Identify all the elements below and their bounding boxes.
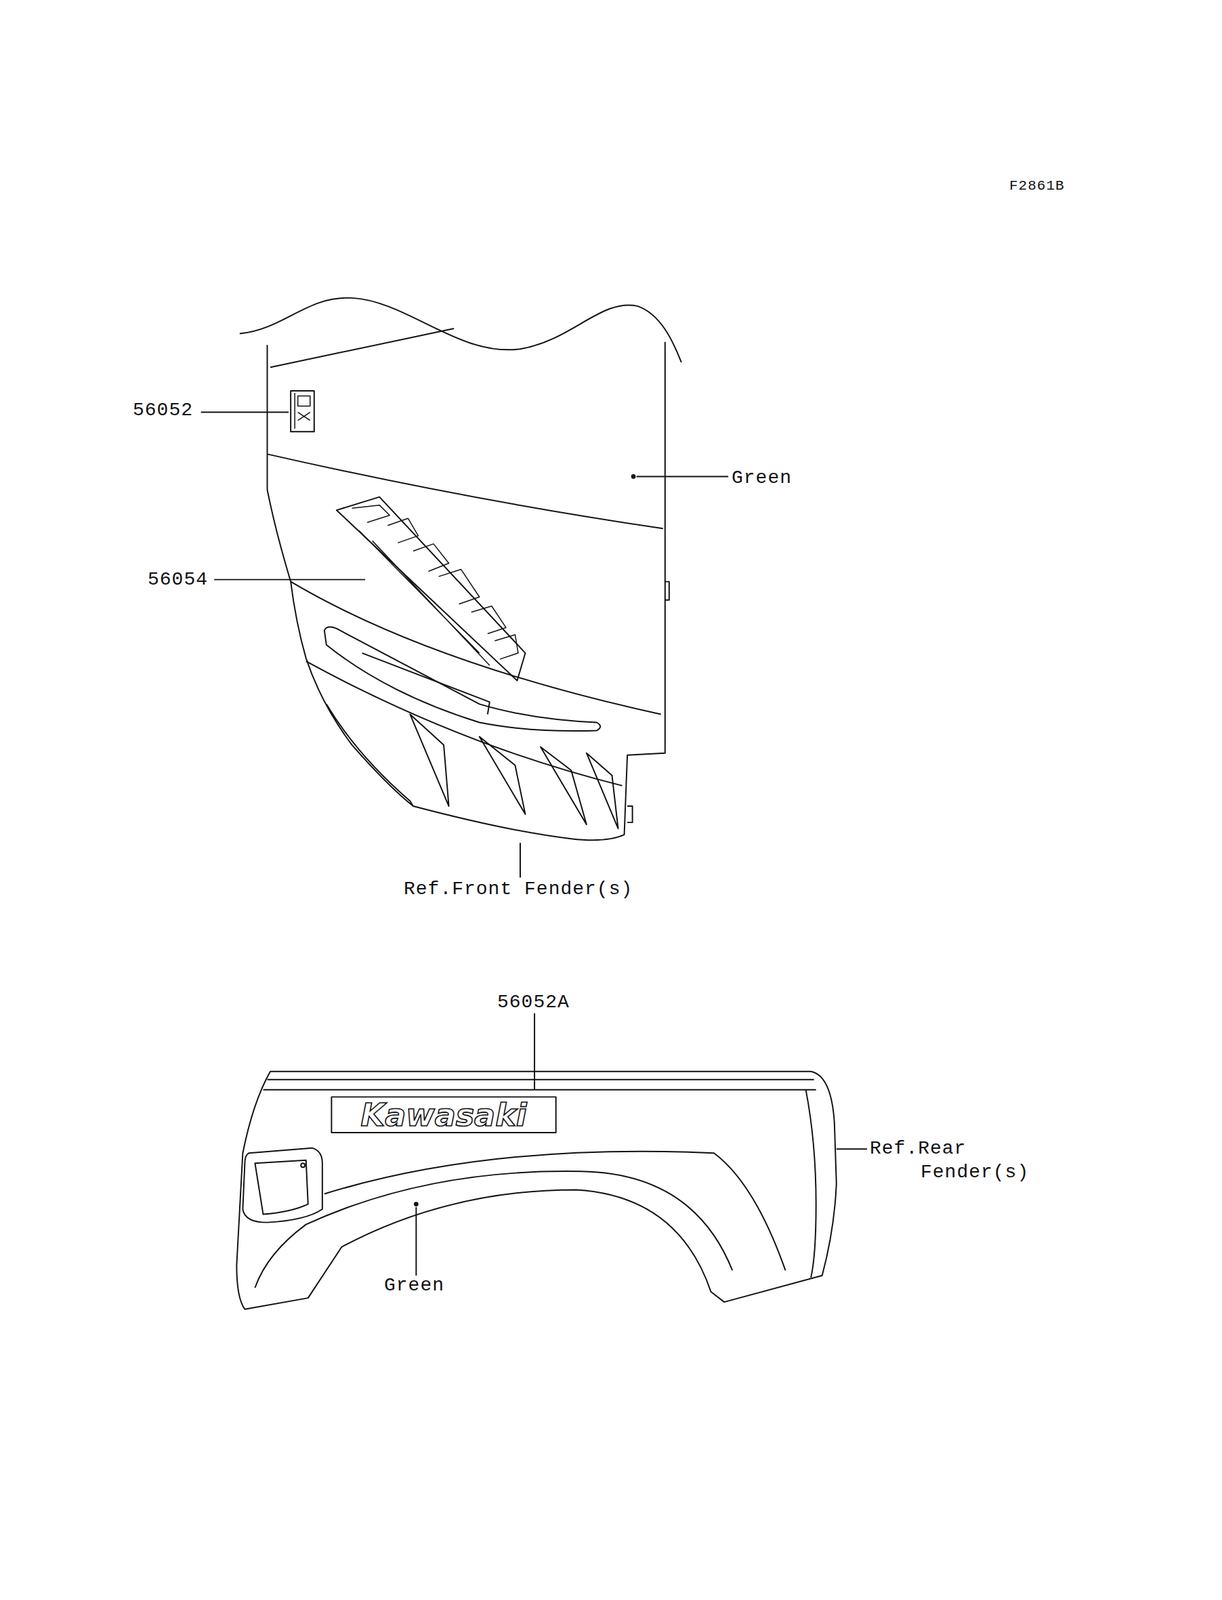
callout-number: 56054: [147, 567, 208, 592]
front-fender-vent: [540, 747, 587, 825]
front-fender-clip: [665, 581, 670, 601]
small-decal: [290, 390, 315, 432]
front-fender-vent: [479, 736, 526, 815]
leader-line: [836, 1148, 868, 1150]
rear-fender-window: [242, 1148, 322, 1223]
front-fender-outline: [239, 298, 682, 363]
front-fender-line: [290, 581, 662, 715]
leader-line: [519, 842, 521, 878]
color-note: Green: [731, 466, 792, 490]
leader-line: [636, 475, 729, 477]
leader-line: [214, 579, 366, 581]
front-fender-line: [270, 328, 454, 368]
front-fender-line: [326, 703, 414, 807]
front-fender-slot: [362, 652, 490, 714]
rear-fender-line: [254, 1171, 733, 1288]
reference-note: Ref.Rear Fender(s): [869, 1136, 1046, 1185]
decal-text: Kawasaki: [360, 1099, 527, 1131]
front-fender-line: [267, 453, 664, 529]
reference-note: Ref.Front Fender(s): [403, 877, 633, 901]
kawasaki-decal: [331, 1096, 556, 1133]
leader-dot: [414, 1202, 418, 1206]
teryx-decal: [336, 497, 526, 681]
rear-fender-line: [263, 1079, 817, 1090]
rear-fender-hole: [300, 1163, 305, 1168]
front-fender-vent: [586, 753, 619, 829]
leader-line: [533, 1013, 536, 1090]
small-decal-mark: [294, 392, 311, 429]
callout-number: 56052A: [497, 990, 570, 1015]
leader-line: [415, 1207, 417, 1276]
front-fender-line: [306, 661, 623, 786]
color-note: Green: [384, 1273, 445, 1298]
rear-fender-outline: [236, 1071, 836, 1310]
rear-fender-line: [324, 1151, 786, 1271]
teryx-decal-lettering: [352, 505, 519, 666]
front-fender-slot: [324, 627, 601, 732]
callout-number: 56052: [132, 398, 194, 423]
leader-line: [201, 411, 290, 414]
drawing-code: F2861B: [1009, 177, 1065, 196]
front-fender-vent: [409, 713, 449, 807]
front-fender-outline: [267, 342, 666, 841]
leader-dot: [631, 474, 636, 479]
rear-fender-window: [254, 1160, 308, 1215]
rear-fender-line: [806, 1089, 817, 1278]
front-fender-clip: [627, 806, 633, 823]
